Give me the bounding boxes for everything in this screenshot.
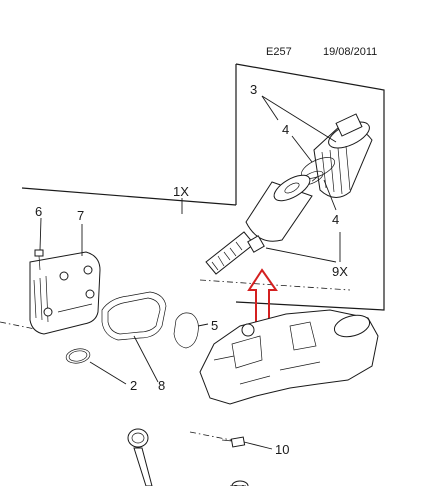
bolt-part-6 [34,249,44,271]
oil-cooler-part [29,251,101,335]
gasket-part [101,291,167,341]
callout-4-upper: 4 [282,122,289,137]
upper-assembly-frame [235,63,385,311]
callout-9x: 9X [332,264,348,279]
bolt-part-10 [221,436,246,448]
o-ring-part-2 [65,348,91,364]
callout-21: 21 [232,482,246,486]
leader-3-a [261,95,337,143]
callout-6: 6 [35,204,42,219]
callout-10: 10 [275,442,289,457]
leader-2 [89,361,127,385]
filter-element-part [245,174,313,242]
o-ring-part-2-inner [68,350,88,362]
callout-3: 3 [250,82,257,97]
axis-line-housing [199,279,351,291]
diagram-date: 19/08/2011 [323,46,377,58]
leader-4-lower [323,179,337,211]
leader-3-b [261,95,279,121]
leader-8 [133,335,159,383]
callout-1x: 1X [173,184,189,199]
filter-cap-part [313,113,373,198]
main-frame-top-edge [21,187,237,206]
leader-4-upper [291,135,313,163]
leader-9x [265,232,341,263]
callout-2: 2 [130,378,137,393]
axis-line-bolt [189,431,237,442]
callout-7: 7 [77,208,84,223]
leader-6 [39,217,42,251]
leader-10 [243,441,273,450]
callout-4-lower: 4 [332,212,339,227]
seal-part-5 [173,312,199,349]
filter-housing-part [199,309,379,405]
dipstick-part [127,428,249,486]
valve-spring-part [205,231,265,275]
diagram-code: E257 [266,46,292,58]
callout-5: 5 [211,318,218,333]
callout-8: 8 [158,378,165,393]
leader-5 [197,323,209,327]
